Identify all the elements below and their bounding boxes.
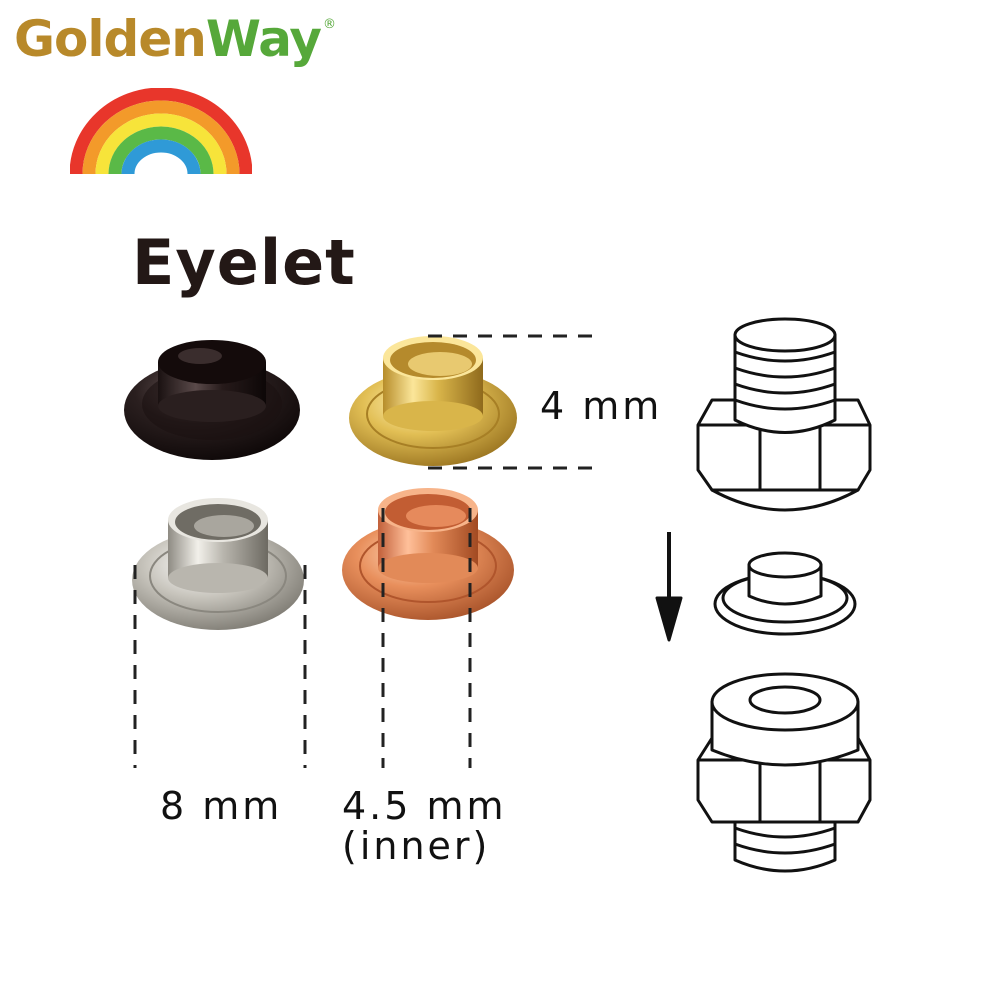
brand-logo-part2: olden — [54, 10, 207, 68]
die-top-icon — [696, 317, 872, 512]
registered-mark: ® — [323, 17, 336, 32]
eyelet-outline-icon — [713, 551, 857, 636]
eyelet-black — [124, 340, 300, 460]
brand-logo: GoldenWay® — [14, 14, 336, 64]
inner-note-label: (inner) — [342, 824, 491, 868]
outer-diameter-label: 8 mm — [160, 784, 283, 828]
brand-logo-part3: Way — [205, 10, 322, 68]
height-label: 4 mm — [540, 384, 663, 428]
page-title: Eyelet — [132, 226, 356, 299]
eyelet-brass — [349, 336, 517, 466]
inner-diameter-label: 4.5 mm — [342, 784, 507, 828]
dimension-lines — [133, 334, 600, 768]
brand-logo-part1: G — [14, 10, 55, 68]
rainbow-logo-icon — [70, 88, 252, 175]
down-arrow-icon — [655, 532, 683, 642]
die-bottom-icon — [696, 672, 872, 873]
eyelet-nickel — [132, 498, 304, 630]
